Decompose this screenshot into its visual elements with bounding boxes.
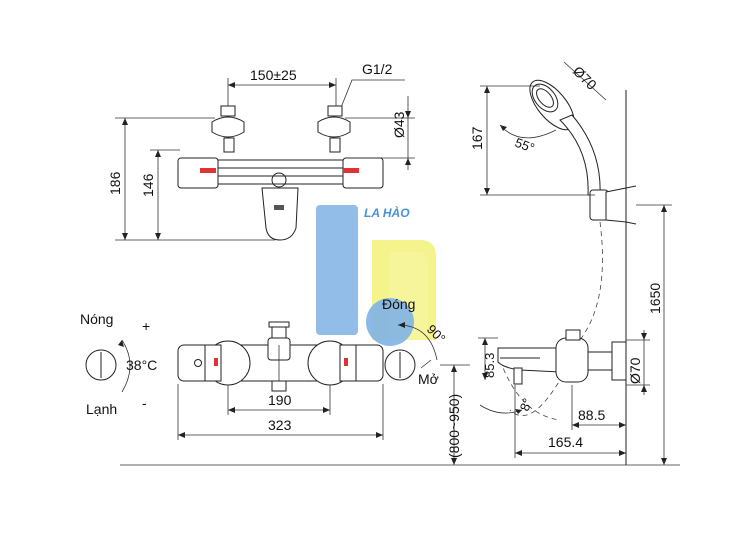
shower-holder <box>589 185 637 225</box>
dim-height-total: 186 <box>107 171 123 195</box>
install-height: (800~950) <box>446 394 462 458</box>
angle-8: 8° <box>517 396 535 413</box>
dim-inner: 190 <box>268 392 292 408</box>
dim-outer: 323 <box>268 417 292 433</box>
top-view: 150±25 G1/2 <box>107 61 415 241</box>
dim-167: 167 <box>469 126 485 150</box>
cold-label: Lạnh <box>86 401 117 417</box>
brand-name: LA HÀO <box>364 205 410 220</box>
dia-head: Ø70 <box>570 63 600 93</box>
brand-logo: LA HÀO <box>316 205 436 346</box>
minus-sign: - <box>142 395 147 411</box>
wall-connector-left <box>211 105 245 153</box>
mixer-body-top <box>177 157 384 241</box>
mixer-side <box>497 329 627 385</box>
wall-connector-right <box>317 105 351 153</box>
angle-55: 55° <box>513 135 537 156</box>
dim-85-3: 85.3 <box>482 353 497 378</box>
hose-dashed <box>509 221 603 416</box>
dim-height-inner: 146 <box>140 173 156 197</box>
plus-sign: + <box>142 318 150 334</box>
dim-1650: 1650 <box>647 283 663 314</box>
dim-width: 150±25 <box>250 67 297 83</box>
temperature-label: 38°C <box>126 357 157 373</box>
front-view: Nóng + 38°C Lạnh - Đóng 90° Mở 190 <box>80 296 470 465</box>
dia-base: Ø70 <box>627 357 643 384</box>
diverter-knob-symbol <box>384 349 416 381</box>
open-label: Mở <box>418 371 439 387</box>
temp-knob-symbol <box>85 349 117 381</box>
close-label: Đóng <box>382 296 415 312</box>
dia-handle: Ø43 <box>391 111 407 138</box>
dim-88-5: 88.5 <box>578 407 605 423</box>
thread-label: G1/2 <box>362 61 393 77</box>
side-view: 167 55° Ø70 1650 85.3 <box>469 61 672 465</box>
hot-label: Nóng <box>80 311 113 327</box>
dim-165-4: 165.4 <box>548 434 583 450</box>
